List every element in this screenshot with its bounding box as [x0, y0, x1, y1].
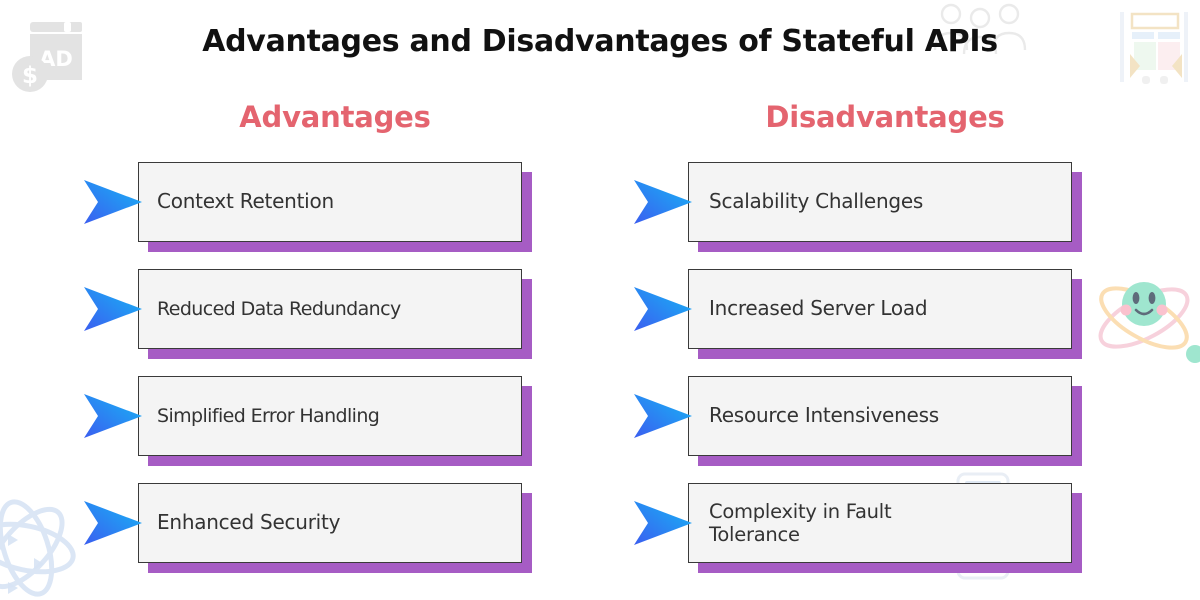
page-title: Advantages and Disadvantages of Stateful… — [202, 24, 998, 59]
arrow-right-icon — [632, 283, 694, 335]
list-item-label: Increased Server Load — [709, 296, 928, 321]
arrow-right-icon — [632, 176, 694, 228]
card: Simplified Error Handling — [138, 376, 532, 466]
card: Context Retention — [138, 162, 532, 252]
card: Reduced Data Redundancy — [138, 269, 532, 359]
react-atom-icon — [0, 492, 90, 600]
arrow-right-icon — [82, 497, 144, 549]
list-item[interactable]: Scalability Challenges — [632, 162, 1082, 252]
list-item-label: Reduced Data Redundancy — [157, 297, 401, 320]
column-heading-advantages: Advantages — [239, 100, 431, 134]
list-item[interactable]: Resource Intensiveness — [632, 376, 1082, 466]
atom-character-icon — [1098, 282, 1200, 400]
list-item[interactable]: Increased Server Load — [632, 269, 1082, 359]
card: Complexity in Fault Tolerance — [688, 483, 1082, 573]
list-item[interactable]: Complexity in Fault Tolerance — [632, 483, 1082, 573]
card: Scalability Challenges — [688, 162, 1082, 252]
arrow-right-icon — [82, 390, 144, 442]
list-item-label: Enhanced Security — [157, 510, 341, 535]
list-item-label: Context Retention — [157, 189, 334, 214]
card: Resource Intensiveness — [688, 376, 1082, 466]
arrow-right-icon — [632, 497, 694, 549]
list-item-label: Resource Intensiveness — [709, 403, 939, 428]
disadvantages-column: Scalability Challenges Increased Server … — [632, 162, 1082, 590]
list-item[interactable]: Reduced Data Redundancy — [82, 269, 532, 359]
list-item-label: Simplified Error Handling — [157, 404, 380, 427]
list-item[interactable]: Context Retention — [82, 162, 532, 252]
advantages-column: Context Retention Reduced Data Redundanc… — [82, 162, 532, 590]
arrow-right-icon — [82, 283, 144, 335]
card: Increased Server Load — [688, 269, 1082, 359]
arrow-right-icon — [632, 390, 694, 442]
list-item[interactable]: Enhanced Security — [82, 483, 532, 573]
svg-text:$: $ — [22, 63, 38, 89]
list-item[interactable]: Simplified Error Handling — [82, 376, 532, 466]
arrow-right-icon — [82, 176, 144, 228]
list-item-label: Complexity in Fault Tolerance — [709, 500, 892, 546]
card: Enhanced Security — [138, 483, 532, 573]
list-item-label: Scalability Challenges — [709, 189, 924, 214]
column-heading-disadvantages: Disadvantages — [765, 100, 1005, 134]
